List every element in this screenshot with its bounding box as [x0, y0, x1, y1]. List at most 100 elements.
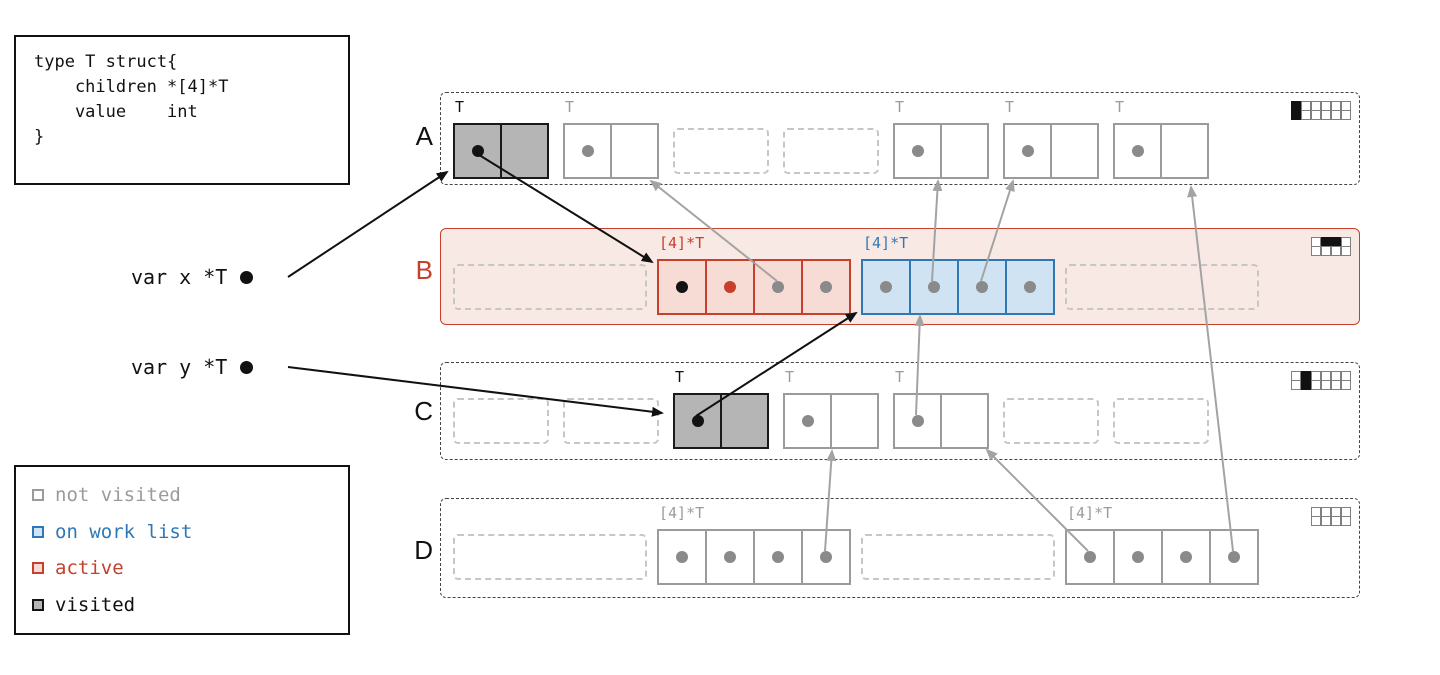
- empty-slot: [673, 123, 769, 179]
- markbit-cell: [1310, 515, 1321, 526]
- active-swatch-icon: [32, 562, 44, 575]
- object-cell: [1067, 531, 1115, 583]
- span-c-markbits-icon: [1290, 370, 1351, 390]
- empty-slot-box: [673, 128, 769, 174]
- legend-label-on-work-list: on work list: [55, 520, 193, 543]
- object-cell: [911, 261, 959, 313]
- t-object: T: [1113, 98, 1209, 179]
- markbit-cell: [1330, 379, 1341, 390]
- object-cell: [722, 395, 767, 447]
- empty-slot-box: [453, 534, 647, 580]
- object-cell: [1211, 531, 1257, 583]
- object-cell: [785, 395, 832, 447]
- empty-slot: [783, 123, 879, 179]
- pointer-dot-icon: [820, 281, 832, 293]
- legend-label-active: active: [55, 557, 124, 580]
- pointer-dot-icon: [1228, 551, 1240, 563]
- object-cell: [707, 531, 755, 583]
- t-object: T: [1003, 98, 1099, 179]
- t-object: T: [673, 368, 769, 449]
- pointer-array-object: [4]*T: [861, 234, 1055, 315]
- var-y-dot-icon: [240, 360, 254, 374]
- object-cell: [755, 531, 803, 583]
- t-object: T: [453, 98, 549, 179]
- markbit-cell: [1300, 379, 1311, 390]
- empty-slot-box: [453, 264, 647, 310]
- t-object: T: [893, 98, 989, 179]
- object-box: [893, 123, 989, 179]
- empty-slot: [1065, 259, 1259, 315]
- pointer-dot-icon: [676, 281, 688, 293]
- pointer-dot-icon: [1021, 145, 1034, 157]
- span-a-markbits-icon: [1290, 100, 1351, 120]
- on-work-list-swatch-icon: [32, 525, 44, 538]
- markbit-cell: [1330, 109, 1341, 120]
- empty-slot-box: [453, 398, 549, 444]
- span-a-letter: A: [415, 121, 433, 151]
- markbit-cell: [1320, 515, 1331, 526]
- object-cell: [565, 125, 612, 177]
- object-box: [1113, 123, 1209, 179]
- object-cell: [502, 125, 547, 177]
- var-x-label: var x *T: [131, 265, 228, 289]
- object-type-label: [4]*T: [863, 234, 909, 252]
- pointer-dot-icon: [976, 281, 988, 293]
- object-cell: [659, 261, 707, 313]
- not-visited-swatch-icon: [32, 489, 44, 501]
- markbit-cell: [1340, 379, 1351, 390]
- var-x-pointer: var x *T: [131, 265, 254, 289]
- empty-slot-box: [861, 534, 1055, 580]
- object-box: [861, 259, 1055, 315]
- pointer-dot-icon: [581, 145, 594, 157]
- empty-slot: [453, 529, 647, 585]
- empty-slot-box: [1113, 398, 1209, 444]
- pointer-dot-icon: [928, 281, 940, 293]
- pointer-dot-icon: [724, 551, 736, 563]
- object-cell: [803, 531, 849, 583]
- span-d-slots: [4]*T [4]*T: [453, 504, 1259, 585]
- object-cell: [755, 261, 803, 313]
- pointer-dot-icon: [1132, 551, 1144, 563]
- object-cell: [675, 395, 722, 447]
- object-box: [783, 393, 879, 449]
- object-cell: [832, 395, 877, 447]
- span-d-markbits-icon: [1310, 506, 1351, 526]
- pointer-array-object: [4]*T: [657, 504, 851, 585]
- pointer-dot-icon: [911, 145, 924, 157]
- legend-item-visited: visited: [32, 594, 332, 616]
- pointer-array-object: [4]*T: [1065, 504, 1259, 585]
- object-cell: [1115, 531, 1163, 583]
- empty-slot: [1003, 393, 1099, 449]
- markbit-cell: [1330, 245, 1341, 256]
- object-cell: [612, 125, 657, 177]
- object-type-label: T: [1115, 98, 1125, 116]
- empty-slot: [1113, 393, 1209, 449]
- pointer-dot-icon: [1131, 145, 1144, 157]
- object-type-label: [4]*T: [1067, 504, 1113, 522]
- span-d-letter: D: [414, 535, 433, 565]
- object-cell: [959, 261, 1007, 313]
- object-box: [893, 393, 989, 449]
- empty-slot: [563, 393, 659, 449]
- object-cell: [1162, 125, 1207, 177]
- object-box: [563, 123, 659, 179]
- object-type-label: T: [895, 368, 905, 386]
- span-b-markbits-icon: [1310, 236, 1351, 256]
- object-cell: [1052, 125, 1097, 177]
- object-cell: [1115, 125, 1162, 177]
- object-cell: [895, 395, 942, 447]
- object-box: [1003, 123, 1099, 179]
- type-definition-code: type T struct{ children *[4]*T value int…: [14, 35, 350, 185]
- object-cell: [1163, 531, 1211, 583]
- object-cell: [455, 125, 502, 177]
- object-cell: [942, 125, 987, 177]
- object-cell: [1007, 261, 1053, 313]
- object-box: [657, 529, 851, 585]
- pointer-array-object: [4]*T: [657, 234, 851, 315]
- object-box: [657, 259, 851, 315]
- empty-slot: [453, 393, 549, 449]
